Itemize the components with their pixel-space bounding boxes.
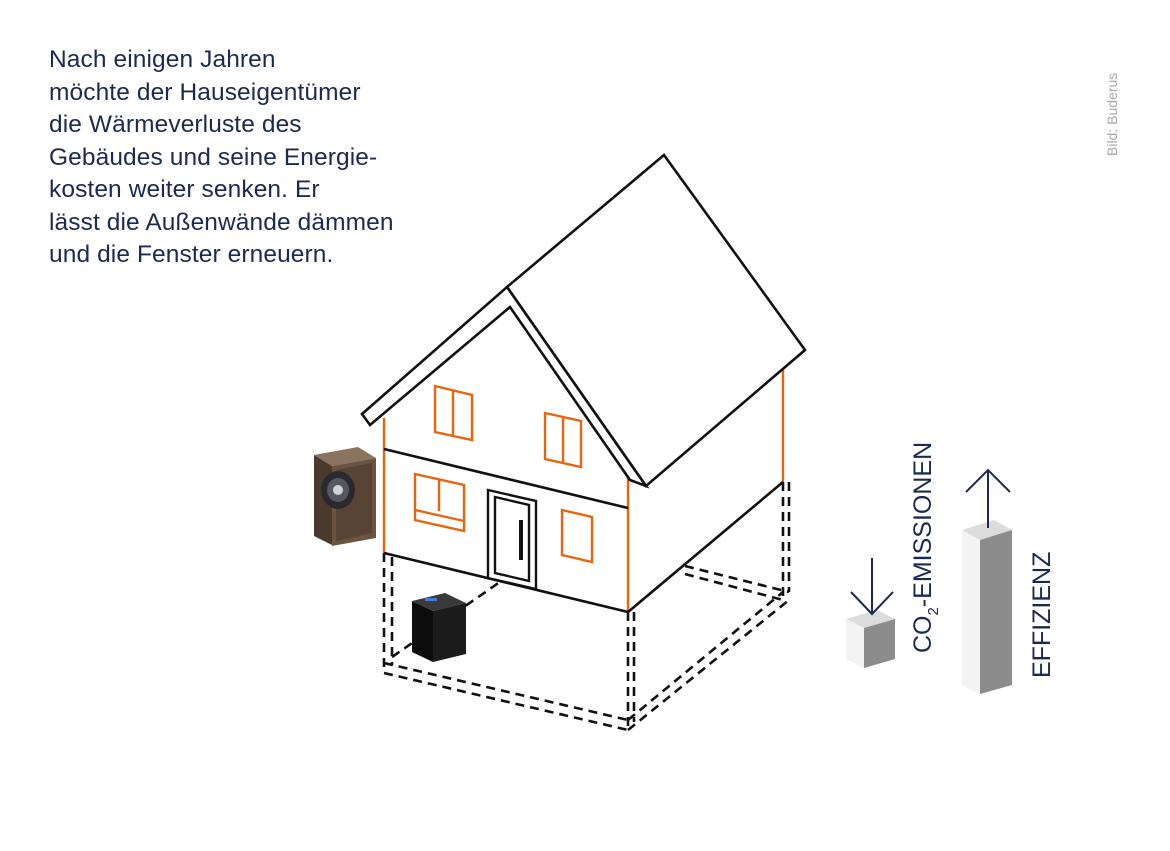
caption-line: kosten weiter senken. Er [49, 176, 320, 203]
arrow-up-icon [965, 468, 1011, 528]
co2-emissions-indicator: CO2-EMISSIONEN [846, 442, 942, 668]
arrow-down-icon [850, 558, 894, 616]
front-door [486, 488, 538, 591]
caption-line: möchte der Hauseigentümer [49, 78, 361, 106]
roof [360, 153, 807, 489]
wall-insulation [382, 368, 785, 612]
outdoor-heat-pump [314, 447, 376, 546]
house-side-wall [628, 368, 783, 612]
window-upper-left [433, 384, 474, 442]
caption-line: die Wärmeverluste des [49, 111, 302, 138]
caption-line: und die Fenster erneuern. [49, 241, 334, 268]
efficiency-indicator: EFFIZIENZ [962, 468, 1056, 694]
caption-line: Nach einigen Jahren [49, 46, 276, 73]
caption-line: Gebäudes und seine Energie- [49, 143, 378, 171]
window-lower-right [560, 508, 594, 564]
caption-line: lässt die Außenwände dämmen [49, 208, 394, 236]
window-upper-right [543, 411, 583, 469]
indoor-unit [412, 593, 466, 662]
efficiency-label: EFFIZIENZ [1028, 552, 1056, 678]
window-lower-left [413, 472, 466, 533]
co2-emissions-label: CO2-EMISSIONEN [909, 442, 942, 653]
caption-text: Nach einigen Jahren möchte der Hauseigen… [49, 44, 469, 272]
